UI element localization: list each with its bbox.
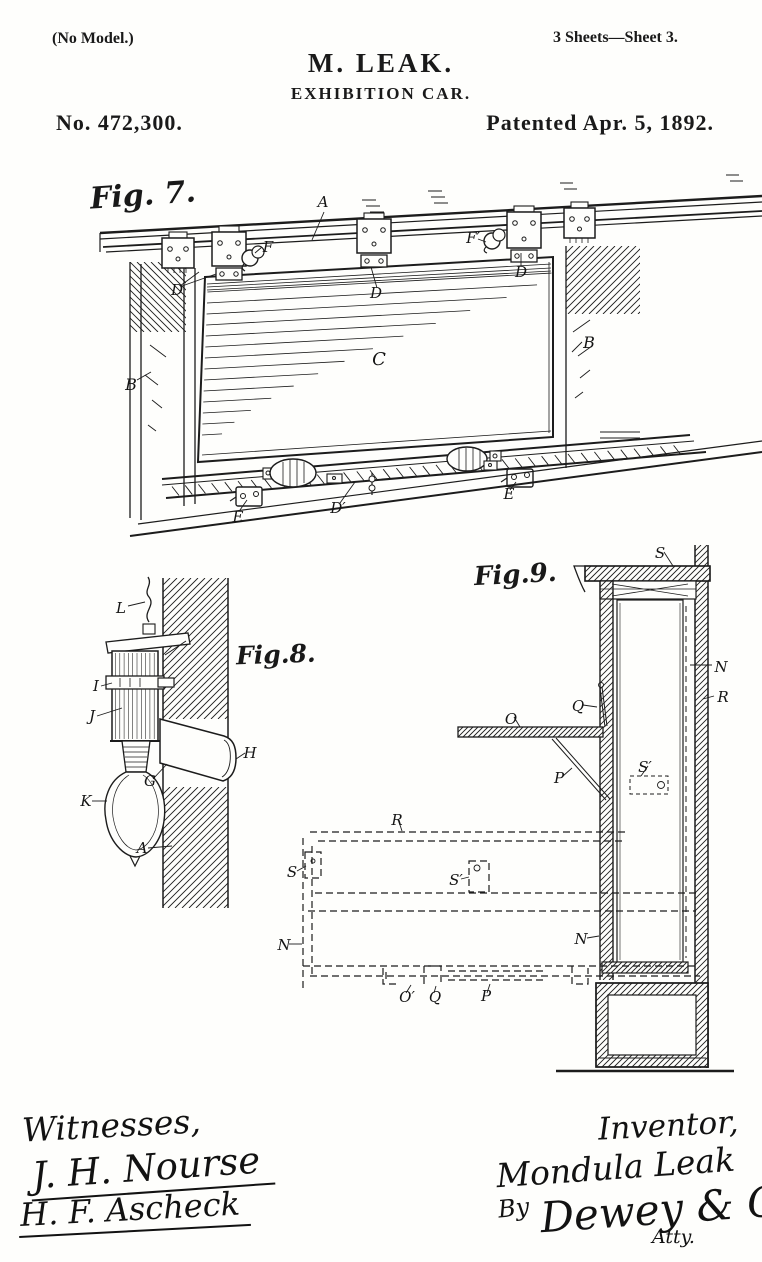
- base-box-interior: [608, 995, 696, 1055]
- ref-letter-J: J: [86, 707, 96, 725]
- phantom-catch-pin: [474, 865, 480, 871]
- door-hinge: [357, 213, 391, 267]
- ref-letter-S′: S′: [449, 871, 463, 889]
- door-hinge: [564, 202, 595, 243]
- catch-s-prime: [630, 776, 668, 794]
- ref-letter-O′: O′: [399, 988, 415, 1006]
- door-hinge: [162, 232, 194, 273]
- ref-letter-S′: S′: [638, 758, 652, 776]
- ref-letter-N: N: [573, 930, 588, 948]
- ref-letter-F′: F′: [465, 229, 480, 247]
- left-jamb-marks: [145, 345, 166, 431]
- car-roof-rail: [100, 196, 762, 252]
- attorney-suffix: Atty.: [652, 1226, 695, 1248]
- ref-letter-H: H: [242, 744, 257, 762]
- lamp-wire: [147, 577, 151, 622]
- ref-letter-D′: D′: [329, 499, 346, 517]
- lamp-cylinder: [112, 651, 158, 741]
- cornice-corbel: [574, 566, 585, 592]
- ref-letter-D: D: [369, 284, 382, 302]
- ref-letter-D: D: [514, 263, 527, 281]
- ref-letter-P: P: [480, 987, 492, 1005]
- ref-letter-D: D: [170, 281, 183, 299]
- ref-letter-P: P: [553, 769, 565, 787]
- door-hinge: [507, 206, 541, 262]
- ref-letter-S: S: [655, 544, 665, 562]
- latch-f-prime: [484, 229, 505, 253]
- hatching: [201, 581, 762, 980]
- ref-letter-Q: Q: [429, 988, 441, 1006]
- ref-letter-A: A: [135, 839, 148, 857]
- by-label: By: [497, 1192, 531, 1223]
- showcase-glass-lines: [620, 603, 680, 960]
- reflector-tube: [160, 719, 236, 781]
- ref-letter-R: R: [716, 688, 728, 706]
- lamp-cap-plate: [106, 633, 190, 653]
- door-hinge: [212, 226, 246, 280]
- figure-7-drawing: A B B C D D D D′ E E F F′: [60, 175, 762, 536]
- ref-letter-E: E: [503, 485, 515, 503]
- clamp-arm: [158, 678, 174, 687]
- sill-hook-e: [230, 487, 262, 506]
- lamp-cap-knob: [143, 624, 155, 634]
- ref-letter-L: L: [115, 599, 126, 617]
- ref-letter-N: N: [276, 936, 291, 954]
- ref-letter-B: B: [582, 333, 595, 352]
- right-jamb-marks: [573, 320, 592, 398]
- sill-roller: [263, 459, 316, 487]
- ref-letter-C: C: [372, 349, 386, 370]
- left-jamb: [130, 262, 195, 520]
- hatching: [22, 578, 366, 719]
- ref-letter-F: F: [262, 238, 274, 256]
- ref-letter-N: N: [713, 658, 728, 676]
- ref-letter-S: S: [287, 863, 297, 881]
- figure-9-drawing: SNROQPS′RSS′NNO′QP: [172, 544, 762, 1071]
- showcase-interior: [617, 600, 683, 963]
- ref-letter-A: A: [316, 193, 329, 211]
- ref-letter-Q: Q: [572, 697, 584, 715]
- ref-letter-B: B: [124, 375, 137, 394]
- sill-stud: [369, 473, 375, 495]
- ref-letter-G: G: [144, 772, 156, 790]
- figure-8-drawing: L IJ K G H A: [22, 577, 366, 908]
- ref-letter-E: E: [232, 508, 244, 526]
- ref-letter-I: I: [92, 677, 100, 695]
- ref-letter-K: K: [79, 792, 92, 810]
- ref-letter-R: R: [390, 811, 402, 829]
- ref-letter-O: O: [505, 710, 517, 728]
- lamp-clamp-band: [106, 676, 164, 689]
